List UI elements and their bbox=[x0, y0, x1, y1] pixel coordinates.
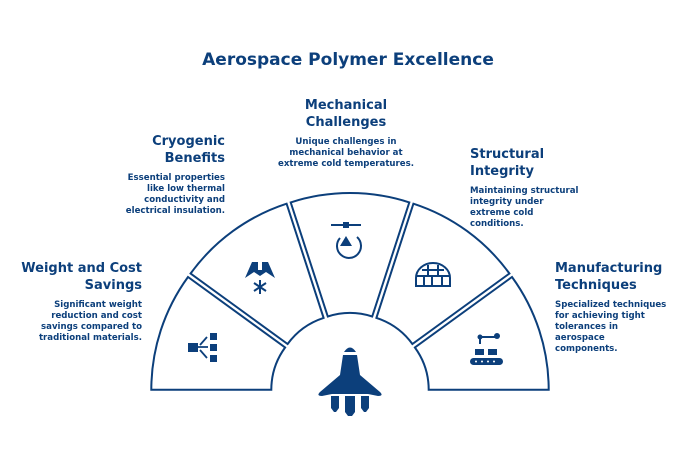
segment-weight-cost bbox=[150, 275, 287, 391]
item-description: Significant weight reduction and cost sa… bbox=[38, 300, 142, 343]
flow-chart-icon bbox=[188, 333, 217, 362]
item-mechanical: Mechanical Challenges Unique challenges … bbox=[276, 97, 416, 170]
segment-structural bbox=[375, 202, 511, 346]
igloo-icon bbox=[415, 262, 451, 287]
item-description: Unique challenges in mechanical behavior… bbox=[278, 137, 414, 169]
item-description: Essential properties like low thermal co… bbox=[125, 173, 225, 216]
item-title: Cryogenic Benefits bbox=[152, 134, 225, 166]
item-title: Structural Integrity bbox=[470, 147, 545, 179]
item-cryogenic: Cryogenic Benefits Essential properties … bbox=[125, 133, 225, 217]
item-title: Manufacturing Techniques bbox=[555, 261, 663, 293]
item-title: Mechanical Challenges bbox=[304, 98, 388, 130]
segment-mechanical bbox=[289, 192, 411, 318]
item-weight-cost: Weight and Cost Savings Significant weig… bbox=[20, 260, 142, 344]
item-description: Specialized techniques for achieving tig… bbox=[555, 300, 667, 354]
mountain-snowflake-icon bbox=[245, 262, 275, 294]
robot-arm-conveyor-icon bbox=[470, 333, 503, 365]
rocket-icon bbox=[318, 347, 382, 416]
rotate-triangle-icon bbox=[331, 222, 362, 259]
item-description: Maintaining structural integrity under e… bbox=[470, 186, 579, 229]
segment-manufacturing bbox=[413, 275, 550, 391]
item-title: Weight and Cost Savings bbox=[21, 261, 142, 293]
item-manufacturing: Manufacturing Techniques Specialized tec… bbox=[555, 260, 670, 355]
item-structural: Structural Integrity Maintaining structu… bbox=[470, 146, 585, 230]
diagram-title: Aerospace Polymer Excellence bbox=[202, 50, 494, 70]
